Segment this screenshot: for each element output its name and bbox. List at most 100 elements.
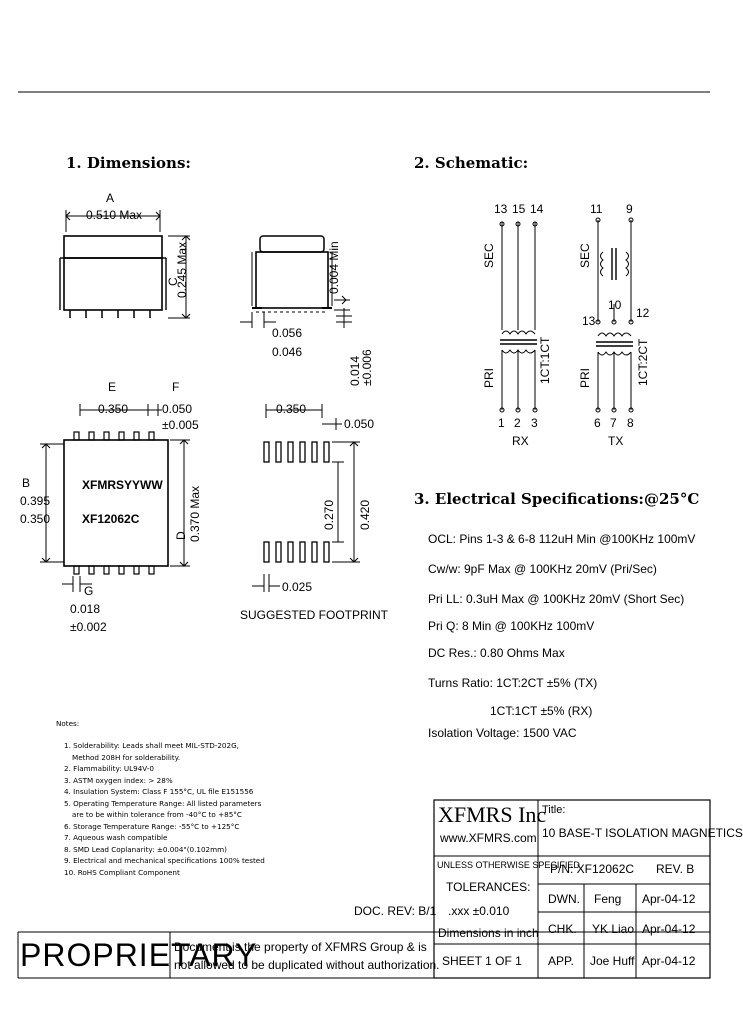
tolerance-value: .xxx ±0.010 (448, 904, 510, 918)
row-name: Joe Huff (590, 954, 635, 968)
dim-e-label: E (108, 380, 117, 394)
title-label: Title: (542, 804, 566, 816)
proprietary-word: PROPRIETARY (20, 937, 258, 973)
fp-050: 0.050 (344, 417, 375, 431)
dim-046: 0.046 (272, 345, 303, 359)
tx-pin-6: 6 (594, 416, 601, 430)
fp-270: 0.270 (322, 499, 336, 530)
note-line: 8. SMD Lead Coplanarity: ±0.004"(0.102mm… (64, 844, 227, 854)
row-name: Feng (594, 892, 622, 906)
tolerances-label: TOLERANCES: (446, 880, 531, 894)
chip-marking-line2: XF12062C (82, 512, 140, 526)
note-line: 2. Flammability: UL94V-0 (64, 764, 154, 773)
spec-pri-q: Pri Q: 8 Min @ 100KHz 100mV (428, 619, 595, 633)
row-role: CHK. (548, 922, 577, 936)
proprietary-line1: Document is the property of XFMRS Group … (174, 940, 427, 954)
row-role: DWN. (548, 892, 580, 906)
rx-pin-1: 1 (498, 416, 505, 430)
tx-pin-13: 13 (582, 314, 596, 328)
fp-350: 0.350 (276, 402, 307, 416)
tx-ratio: 1CT:2CT (636, 338, 650, 386)
dim-056: 0.056 (272, 326, 303, 340)
note-line: 4. Insulation System: Class F 155°C, UL … (64, 787, 254, 796)
fp-420: 0.420 (358, 499, 372, 530)
unless-specified: UNLESS OTHERWISE SPECIFIED (437, 860, 580, 870)
doc-rev: DOC. REV: B/1 (354, 904, 437, 918)
dim-b-value2: 0.350 (20, 512, 51, 526)
spec-cww: Cw/w: 9pF Max @ 100KHz 20mV (Pri/Sec) (428, 562, 657, 576)
tx-sec-label: SEC (578, 243, 592, 268)
dim-c-value: 0.245 Max (175, 241, 189, 298)
dim-a-value: 0.510 Max (86, 208, 143, 222)
row-date: Apr-04-12 (642, 954, 696, 968)
dim-e-value: 0.350 (98, 402, 129, 416)
rx-name: RX (512, 434, 529, 448)
revision: REV. B (656, 862, 695, 876)
spec-turns-ratio-tx: Turns Ratio: 1CT:2CT ±5% (TX) (428, 676, 598, 690)
tx-pin-9: 9 (626, 202, 633, 216)
note-line: 6. Storage Temperature Range: -55°C to +… (64, 821, 240, 831)
rx-pin-13: 13 (494, 202, 508, 216)
dim-g-value: 0.018 (70, 602, 101, 616)
company-url: www.XFMRS.com (440, 831, 537, 845)
spec-dc-res: DC Res.: 0.80 Ohms Max (428, 646, 565, 660)
dim-f-value: 0.050 (162, 402, 193, 416)
sheet-number: SHEET 1 OF 1 (442, 954, 522, 968)
tx-name: TX (608, 434, 624, 448)
company-name: XFMRS Inc (438, 802, 547, 827)
footprint-label: SUGGESTED FOOTPRINT (240, 608, 389, 622)
note-line: 9. Electrical and mechanical specificati… (64, 856, 265, 865)
chip-marking-line1: XFMRSYYWW (82, 478, 163, 492)
drawing-title: 10 BASE-T ISOLATION MAGNETICS (542, 826, 743, 840)
note-line: 10. RoHS Compliant Component (64, 867, 180, 877)
dim-a-label: A (106, 191, 115, 205)
fp-025: 0.025 (282, 580, 313, 594)
row-role: APP. (548, 954, 574, 968)
rx-ratio: 1CT:1CT (538, 336, 552, 384)
rx-pin-15: 15 (512, 202, 526, 216)
note-line: are to be within tolerance from -40°C to… (72, 810, 242, 819)
tx-pin-10: 10 (608, 298, 622, 312)
spec-ocl: OCL: Pins 1-3 & 6-8 112uH Min @100KHz 10… (428, 532, 696, 546)
dim-004-min: 0.004 Min (327, 241, 341, 294)
rx-sec-label: SEC (482, 243, 496, 268)
dimensions-in: Dimensions in inch (438, 926, 539, 940)
rx-pin-2: 2 (514, 416, 521, 430)
rx-pin-3: 3 (531, 416, 538, 430)
dimensions-heading: 1. Dimensions: (66, 154, 191, 172)
notes-list: 1. Solderability: Leads shall meet MIL-S… (64, 740, 265, 878)
electrical-heading: 3. Electrical Specifications:@25°C (414, 490, 700, 508)
rx-pin-14: 14 (530, 202, 544, 216)
tx-pin-7: 7 (610, 416, 617, 430)
note-line: 7. Aqueous wash compatible (64, 833, 168, 842)
dim-f-tol: ±0.005 (162, 418, 199, 432)
note-line: Method 208H for solderability. (72, 752, 181, 762)
spec-turns-ratio-rx: 1CT:1CT ±5% (RX) (490, 704, 593, 718)
dim-b-label: B (22, 476, 31, 490)
rx-pri-label: PRI (482, 367, 496, 388)
notes-title: Notes: (56, 719, 80, 728)
tx-pri-label: PRI (578, 367, 592, 388)
schematic-heading: 2. Schematic: (414, 154, 529, 172)
dim-006: ±0.006 (360, 349, 374, 386)
dim-d-label: D (174, 531, 188, 540)
tx-pin-12: 12 (636, 306, 650, 320)
dim-f-label: F (172, 380, 180, 394)
row-date: Apr-04-12 (642, 922, 696, 936)
dim-g-label: G (84, 584, 94, 598)
note-line: 1. Solderability: Leads shall meet MIL-S… (64, 741, 239, 750)
dim-g-tol: ±0.002 (70, 620, 107, 634)
note-line: 5. Operating Temperature Range: All list… (64, 798, 262, 808)
tx-pin-8: 8 (627, 416, 634, 430)
part-number: P/N: XF12062C (550, 862, 635, 876)
dim-d-value: 0.370 Max (188, 485, 202, 542)
dim-b-value1: 0.395 (20, 494, 51, 508)
drawing-lineart (17, 91, 711, 979)
tx-pin-11: 11 (590, 202, 603, 216)
note-line: 3. ASTM oxygen index: > 28% (64, 775, 173, 785)
row-name: YK Liao (592, 922, 635, 936)
proprietary-line2: not allowed to be duplicated without aut… (174, 958, 440, 972)
spec-isolation: Isolation Voltage: 1500 VAC (428, 726, 577, 740)
spec-pri-ll: Pri LL: 0.3uH Max @ 100KHz 20mV (Short S… (428, 592, 685, 606)
row-date: Apr-04-12 (642, 892, 696, 906)
